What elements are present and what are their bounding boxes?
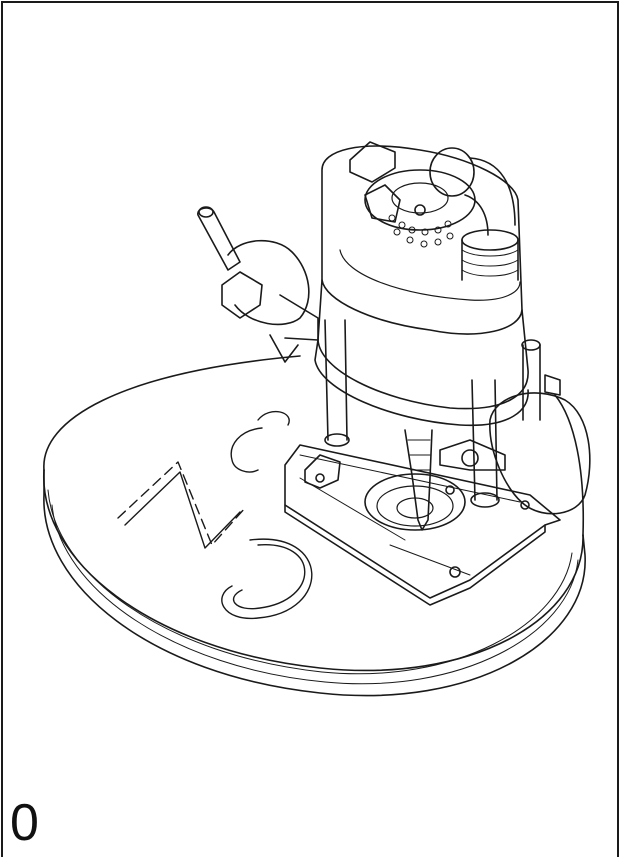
guide-columns	[325, 320, 540, 507]
right-handle	[440, 375, 590, 514]
top-knob	[350, 142, 400, 222]
dust-extraction-elbow	[430, 148, 518, 280]
router-bit	[405, 430, 432, 530]
base-knob	[305, 455, 340, 488]
template-grooves	[118, 412, 312, 619]
motor-housing	[315, 146, 528, 425]
router-base	[285, 445, 560, 605]
circular-base-plate	[44, 356, 585, 696]
figure-number: 0	[10, 794, 39, 852]
left-handle	[198, 207, 318, 362]
vent-pattern	[389, 215, 453, 247]
